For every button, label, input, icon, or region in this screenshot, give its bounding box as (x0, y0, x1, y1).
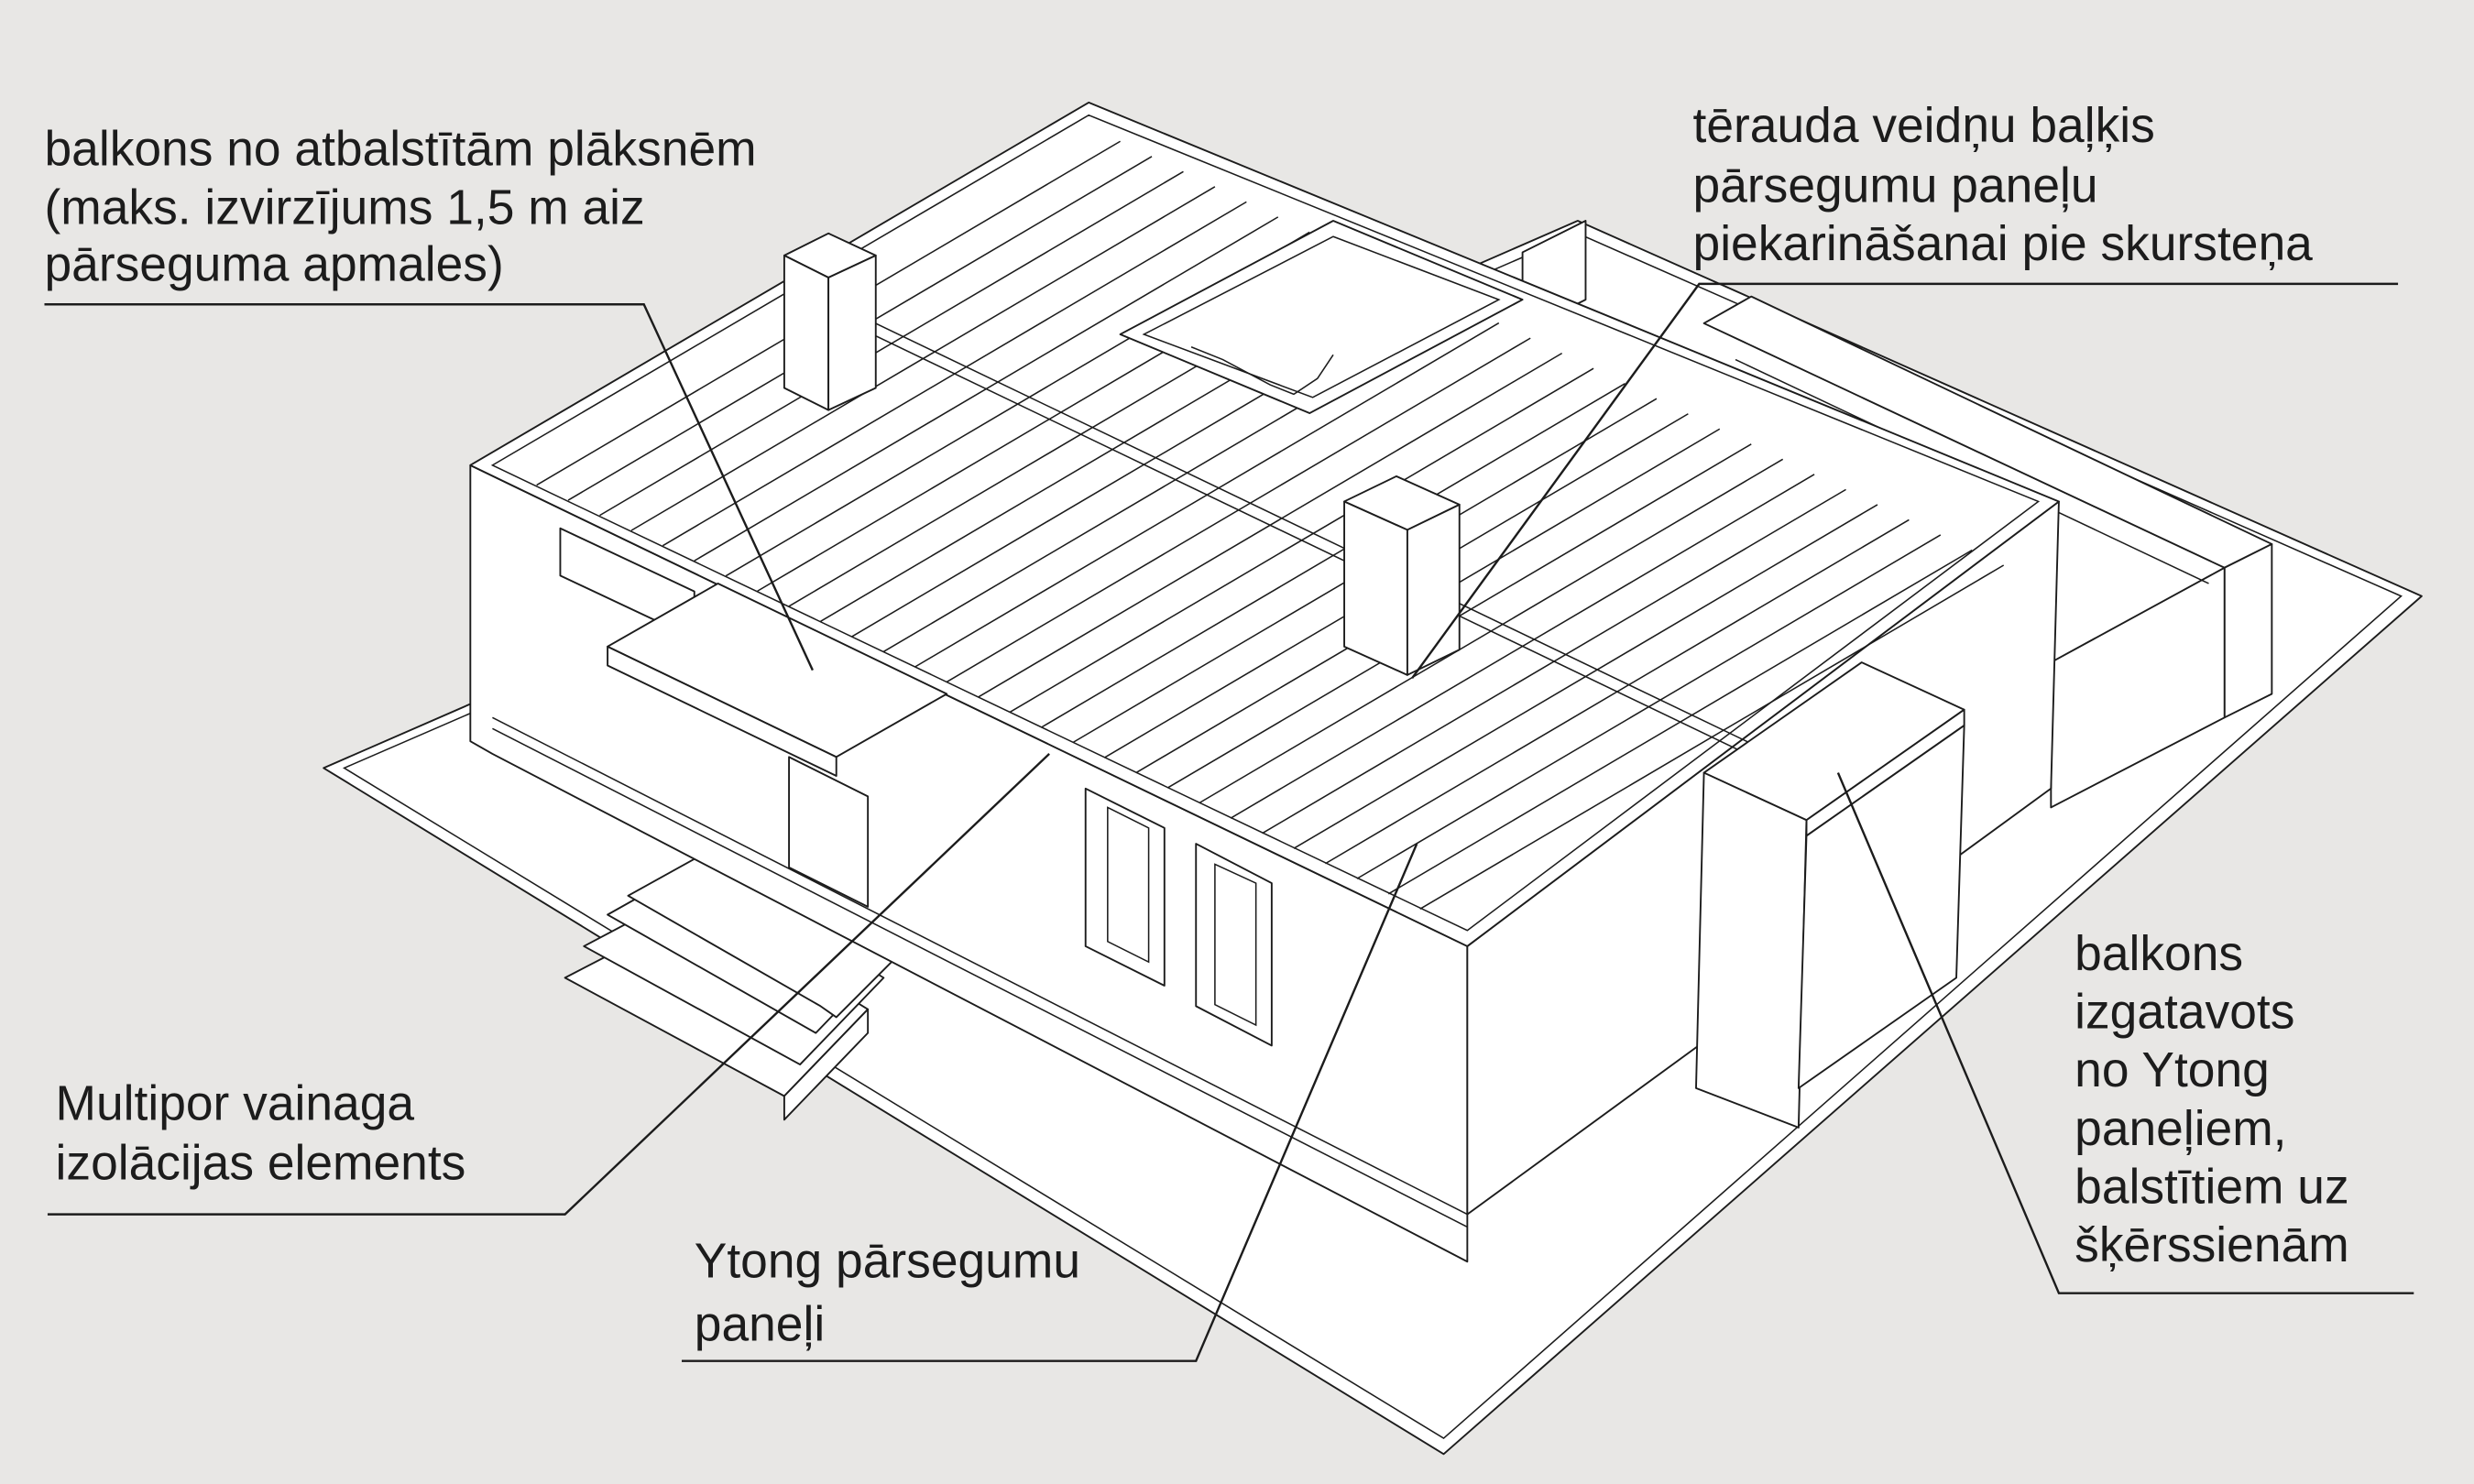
label-line: balkons (2074, 927, 2243, 981)
label-line: izolācijas elements (56, 1137, 466, 1191)
label-line: balkons no atbalstītām plāksnēm (44, 123, 756, 177)
floor-panels (536, 140, 2005, 910)
label-line: no Ytong (2074, 1043, 2270, 1097)
leader-steel-beam (1411, 282, 2399, 679)
label-line: tērauda veidņu baļķis (1693, 99, 2155, 153)
leader-balcony-ytong (1836, 772, 2414, 1294)
label-line: pārseguma apmales) (44, 237, 503, 291)
support-beam-line (796, 297, 1744, 753)
balcony-left (607, 583, 948, 777)
label-line: pārsegumu paneļu (1693, 158, 2098, 213)
label-steel-beam: tērauda veidņu baļķis pārsegumu paneļu p… (1693, 99, 2314, 271)
leader-balcony-slabs (44, 303, 814, 671)
label-line: Ytong pārsegumu (695, 1234, 1080, 1288)
label-balcony-slabs: balkons no atbalstītām plāksnēm (maks. i… (44, 123, 756, 292)
support-beam-line (808, 290, 1756, 747)
label-line: balstītiem uz (2074, 1161, 2349, 1215)
label-balcony-ytong: balkons izgatavots no Ytong paneļiem, ba… (2074, 927, 2349, 1272)
label-line: šķērssienām (2074, 1218, 2349, 1272)
roof-parapet (490, 114, 2041, 932)
stair-opening (1119, 220, 1524, 414)
label-line: paneļiem, (2074, 1102, 2286, 1156)
label-line: Multipor vainaga (56, 1076, 415, 1130)
label-line: paneļi (695, 1297, 825, 1351)
balcony-right (1695, 661, 1965, 1129)
wall-plinth-line (492, 716, 1468, 1216)
label-line: izgatavots (2074, 985, 2294, 1039)
label-multipor: Multipor vainaga izolācijas elements (56, 1076, 466, 1190)
leader-floor-panels (682, 843, 1418, 1362)
chimney-right (1343, 475, 1461, 676)
entrance-stairs (564, 832, 916, 1121)
label-floor-panels: Ytong pārsegumu paneļi (695, 1234, 1080, 1351)
label-line: piekarināšanai pie skursteņa (1693, 217, 2314, 271)
leader-multipor (47, 753, 1050, 1216)
leader-lines (44, 282, 2414, 1362)
label-line: (maks. izvirzījums 1,5 m aiz (44, 180, 644, 235)
chimney-left (783, 232, 877, 411)
